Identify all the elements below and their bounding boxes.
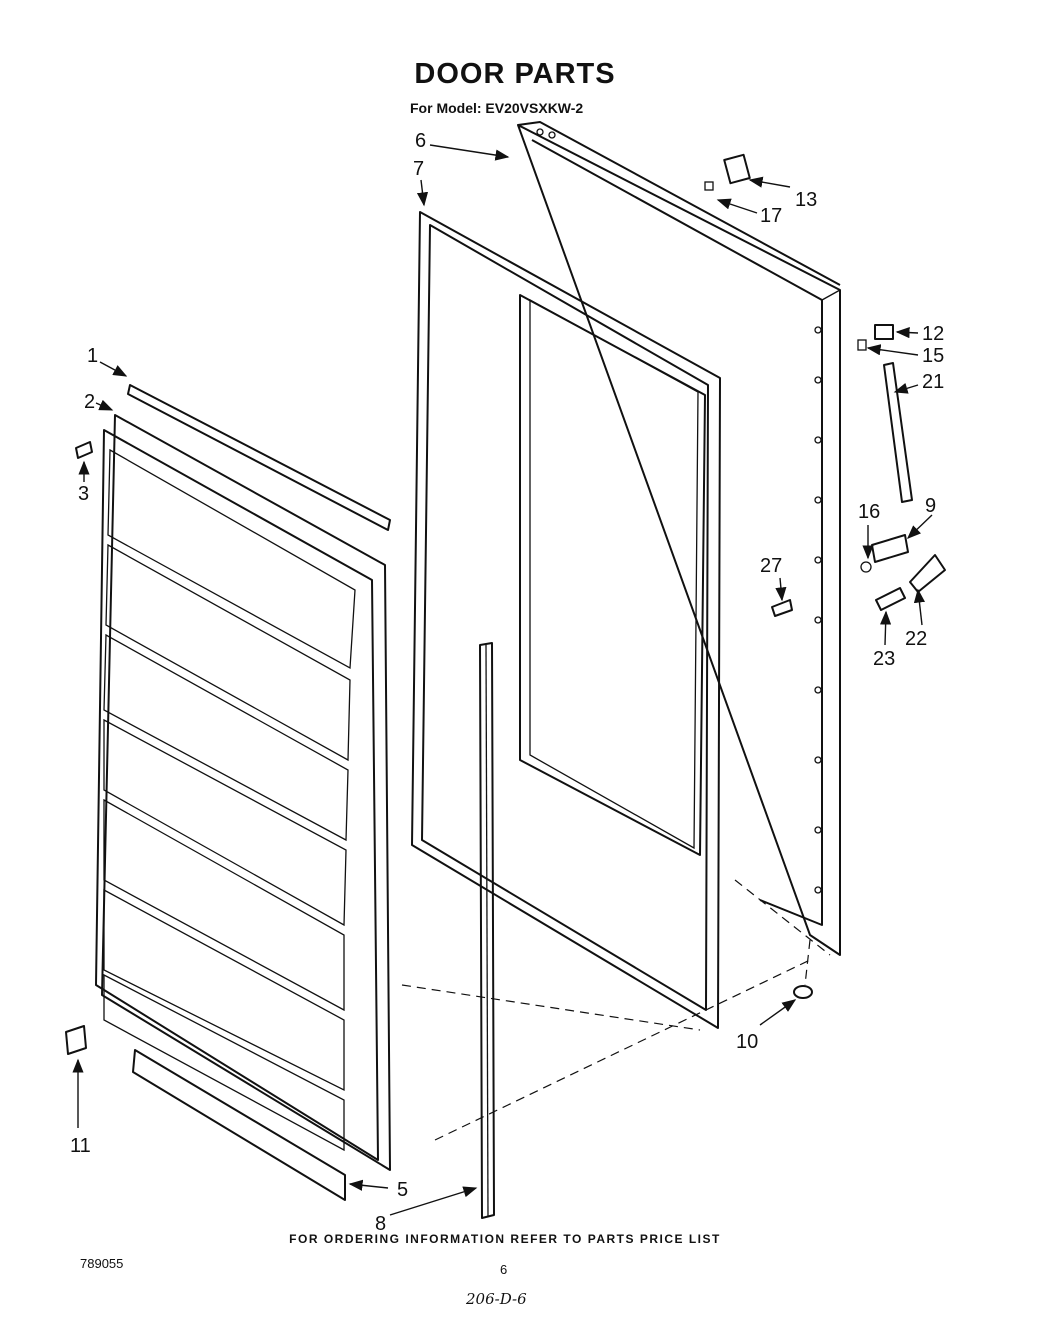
callout-5: 5 — [397, 1179, 408, 1201]
plug-part-17 — [704, 181, 714, 191]
plug-part-13 — [723, 153, 751, 185]
callout-8: 8 — [375, 1213, 386, 1235]
diagram-code: 789055 — [80, 1256, 124, 1271]
callout-21: 21 — [922, 371, 944, 393]
screw-27 — [771, 599, 793, 617]
model-subtitle: For Model: EV20VSXKW-2 — [410, 100, 584, 116]
latch-9 — [871, 534, 909, 563]
door-gasket — [411, 211, 721, 1029]
alignment-line-c — [804, 939, 811, 986]
callout-27: 27 — [760, 555, 782, 577]
alignment-line-a — [401, 984, 701, 1031]
bottom-trim-strip — [132, 1049, 346, 1201]
callout-2: 2 — [84, 391, 95, 413]
callout-9: 9 — [925, 495, 936, 517]
door-clip — [65, 1025, 87, 1055]
callout-13: 13 — [795, 189, 817, 211]
ordering-note: FOR ORDERING INFORMATION REFER TO PARTS … — [289, 1232, 721, 1246]
washer-16 — [860, 561, 872, 573]
door-outer-frame — [517, 121, 841, 956]
door-handle-21 — [883, 362, 913, 503]
callout-15: 15 — [922, 345, 944, 367]
strike-22 — [909, 554, 946, 593]
alignment-line-b — [434, 959, 811, 1141]
page-number: 6 — [500, 1262, 508, 1277]
spring-23 — [875, 587, 906, 611]
foot-10 — [793, 985, 813, 999]
inner-door-liner — [95, 414, 391, 1171]
callout-22: 22 — [905, 628, 927, 650]
breaker-strip — [479, 642, 495, 1219]
screw-part-3 — [75, 441, 93, 459]
callout-7: 7 — [413, 158, 424, 180]
callout-17: 17 — [760, 205, 782, 227]
callout-1: 1 — [87, 345, 98, 367]
handwritten-reference: 206-D-6 — [466, 1290, 527, 1308]
liner-shelf-panels — [103, 448, 356, 1152]
callout-23: 23 — [873, 648, 895, 670]
callout-12: 12 — [922, 323, 944, 345]
callout-3: 3 — [78, 483, 89, 505]
callout-6: 6 — [415, 130, 426, 152]
alignment-line-d — [734, 879, 831, 956]
callout-16: 16 — [858, 501, 880, 523]
callout-11: 11 — [70, 1135, 91, 1157]
leader-lines — [72, 144, 933, 1216]
frame-screw-holes — [536, 128, 822, 894]
top-trim-strip — [127, 384, 391, 531]
page-title: DOOR PARTS — [414, 58, 616, 90]
hinge-bushing-12 — [874, 324, 894, 340]
washer-15 — [857, 339, 867, 351]
callout-10: 10 — [736, 1031, 758, 1053]
